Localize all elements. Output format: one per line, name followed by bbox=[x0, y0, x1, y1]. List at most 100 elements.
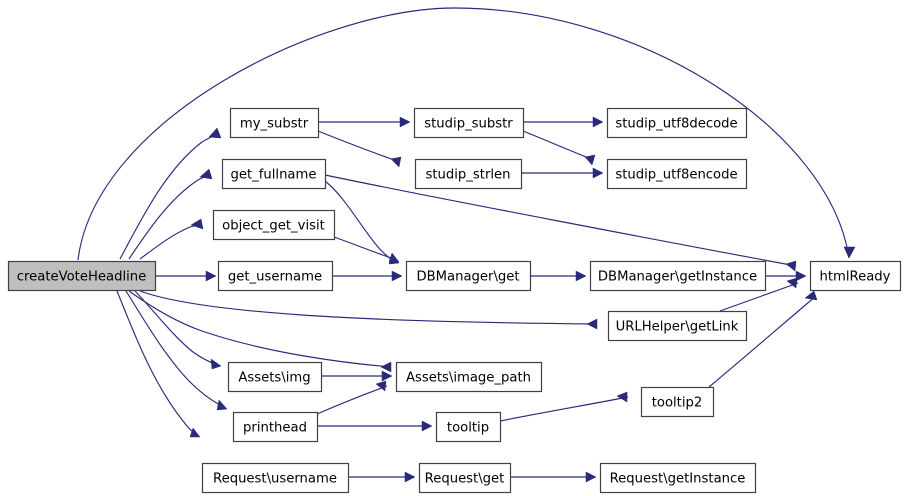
arrowhead-icon bbox=[208, 127, 222, 139]
edge-line bbox=[324, 174, 797, 267]
arrowhead-icon bbox=[592, 167, 604, 179]
graph-node-tooltip2[interactable]: tooltip2 bbox=[640, 386, 715, 418]
graph-node-studip-utf8encode[interactable]: studip_utf8encode bbox=[606, 158, 748, 190]
call-edge bbox=[510, 471, 597, 483]
graph-node-assets-image-path[interactable]: Assets\image_path bbox=[395, 361, 543, 393]
call-edge bbox=[708, 290, 818, 388]
graph-node-assets-img[interactable]: Assets\img bbox=[227, 361, 323, 393]
node-box[interactable] bbox=[599, 462, 757, 494]
call-edge bbox=[333, 236, 400, 263]
graph-node-request-get[interactable]: Request\get bbox=[418, 462, 512, 494]
node-box[interactable] bbox=[201, 462, 350, 494]
call-edge bbox=[523, 116, 604, 128]
graph-node-tooltip[interactable]: tooltip bbox=[435, 411, 502, 443]
call-edge bbox=[324, 180, 400, 265]
arrowhead-icon bbox=[804, 290, 818, 301]
node-box[interactable] bbox=[217, 260, 334, 292]
arrowhead-icon bbox=[584, 154, 596, 166]
arrowhead-icon bbox=[189, 427, 201, 438]
arrowhead-icon bbox=[190, 218, 204, 230]
node-box[interactable] bbox=[405, 260, 532, 292]
arrowhead-icon bbox=[404, 471, 416, 483]
node-box[interactable] bbox=[418, 462, 512, 494]
edge-line bbox=[134, 290, 216, 365]
edge-line bbox=[708, 295, 817, 388]
call-edge bbox=[128, 290, 392, 373]
node-box[interactable] bbox=[212, 209, 336, 241]
call-edge bbox=[155, 270, 217, 282]
call-edge bbox=[128, 168, 213, 260]
graph-node-dbmanager-getinstance[interactable]: DBManager\getInstance bbox=[589, 260, 767, 292]
node-box[interactable] bbox=[232, 411, 319, 443]
node-box[interactable] bbox=[227, 361, 323, 393]
graph-node-studip-substr[interactable]: studip_substr bbox=[413, 107, 525, 139]
arrowhead-icon bbox=[210, 358, 222, 370]
edge-line bbox=[116, 290, 194, 433]
arrowhead-icon bbox=[592, 116, 604, 128]
edge-line bbox=[499, 396, 629, 422]
arrowhead-icon bbox=[616, 391, 628, 403]
call-edge bbox=[522, 130, 596, 166]
call-edge bbox=[348, 471, 416, 483]
arrowhead-icon bbox=[586, 318, 598, 330]
graph-node-request-getinstance[interactable]: Request\getInstance bbox=[599, 462, 757, 494]
call-edge bbox=[530, 270, 587, 282]
arrowhead-icon bbox=[380, 361, 392, 373]
arrowhead-icon bbox=[786, 277, 798, 289]
graph-node-htmlready[interactable]: htmlReady bbox=[809, 260, 902, 292]
node-box[interactable] bbox=[640, 386, 715, 418]
node-box[interactable] bbox=[809, 260, 902, 292]
edges-layer bbox=[77, 7, 856, 483]
node-box[interactable] bbox=[607, 310, 748, 342]
arrowhead-icon bbox=[785, 260, 797, 272]
node-box[interactable] bbox=[413, 107, 525, 139]
edge-line bbox=[128, 290, 392, 368]
call-edge bbox=[116, 290, 201, 438]
call-edge bbox=[125, 290, 228, 411]
arrowhead-icon bbox=[375, 380, 387, 392]
arrowhead-icon bbox=[421, 420, 433, 432]
graph-node-object-get-visit[interactable]: object_get_visit bbox=[212, 209, 336, 241]
node-box[interactable] bbox=[414, 158, 523, 190]
node-box[interactable] bbox=[395, 361, 543, 393]
call-edge bbox=[317, 420, 433, 432]
graph-node-urlhelper-getlink[interactable]: URLHelper\getLink bbox=[607, 310, 748, 342]
arrowhead-icon bbox=[199, 168, 213, 180]
call-edge bbox=[77, 7, 856, 261]
node-box[interactable] bbox=[7, 260, 157, 292]
graph-node-createvoteheadline[interactable]: createVoteHeadline bbox=[7, 260, 157, 292]
edge-line bbox=[719, 282, 799, 312]
call-edge bbox=[119, 127, 222, 260]
call-edge bbox=[499, 391, 629, 422]
graph-node-printhead[interactable]: printhead bbox=[232, 411, 319, 443]
call-edge bbox=[324, 174, 797, 272]
node-box[interactable] bbox=[221, 158, 327, 190]
graph-node-get-username[interactable]: get_username bbox=[217, 260, 334, 292]
graph-node-request-username[interactable]: Request\username bbox=[201, 462, 350, 494]
edge-line bbox=[333, 236, 392, 259]
arrowhead-icon bbox=[391, 270, 403, 282]
call-edge bbox=[134, 290, 222, 370]
arrowhead-icon bbox=[388, 252, 400, 263]
graph-node-my-substr[interactable]: my_substr bbox=[229, 107, 320, 139]
graph-node-get-fullname[interactable]: get_fullname bbox=[221, 158, 327, 190]
call-edge bbox=[332, 270, 403, 282]
node-box[interactable] bbox=[589, 260, 767, 292]
edge-line bbox=[522, 130, 595, 161]
graph-node-studip-strlen[interactable]: studip_strlen bbox=[414, 158, 523, 190]
call-edge bbox=[321, 370, 393, 382]
node-box[interactable] bbox=[435, 411, 502, 443]
node-box[interactable] bbox=[229, 107, 320, 139]
node-box[interactable] bbox=[606, 107, 748, 139]
edge-line bbox=[324, 180, 393, 261]
graph-node-dbmanager-get[interactable]: DBManager\get bbox=[405, 260, 532, 292]
edge-line bbox=[128, 173, 212, 260]
arrowhead-icon bbox=[575, 270, 587, 282]
edge-line bbox=[316, 385, 388, 415]
call-edge bbox=[719, 277, 799, 312]
node-box[interactable] bbox=[606, 158, 748, 190]
graph-node-studip-utf8decode[interactable]: studip_utf8decode bbox=[606, 107, 748, 139]
call-edge bbox=[318, 116, 411, 128]
arrowhead-icon bbox=[795, 270, 807, 282]
